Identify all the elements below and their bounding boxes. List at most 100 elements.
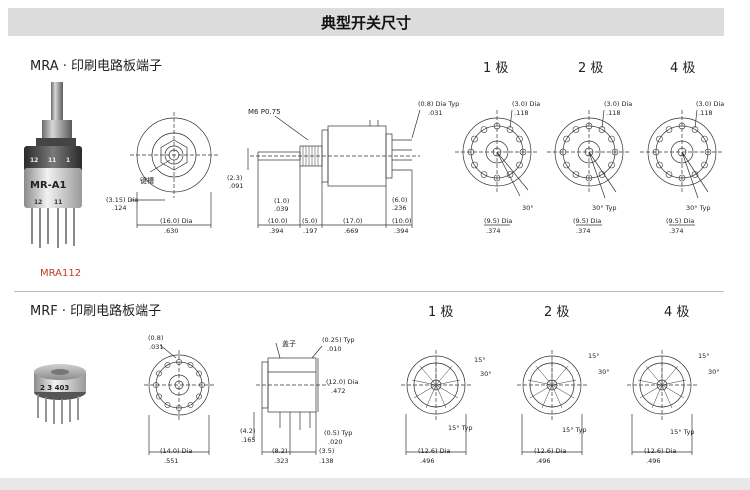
dim-label: .118 (698, 109, 712, 117)
mra-photo-text: MR-A1 (30, 180, 67, 191)
dim-label: .091 (229, 182, 243, 190)
dim-label: (9.5) Dia (573, 217, 601, 225)
dim-label: 30° (708, 368, 720, 376)
mrf-photo-text: 2 3 403 (40, 384, 69, 392)
mra-pole-2-label: 2 极 (578, 61, 604, 76)
mrf-pole-4-drawing (627, 350, 697, 455)
dim-label: .039 (274, 205, 288, 213)
section-divider (14, 291, 724, 292)
dim-label: (3.0) Dia (604, 100, 632, 108)
dim-label: .031 (149, 343, 163, 351)
dim-label: 30° (522, 204, 534, 212)
dim-label: (0.8) Dia Typ (418, 100, 459, 108)
mra-pole-4-drawing (640, 109, 724, 226)
mra-photo-number: 12 (30, 157, 38, 164)
dim-label: (3.15) Dia (106, 196, 138, 204)
dim-label: .394 (269, 227, 283, 235)
dim-label: (16.0) Dia (160, 217, 192, 225)
dim-label: (2.3) (227, 174, 242, 182)
mrf-section-heading: MRF · 印刷电路板端子 (30, 304, 162, 319)
dim-label: .630 (164, 227, 178, 235)
page-title: 典型开关尺寸 (8, 8, 724, 36)
dim-label: (8.2) (272, 447, 287, 455)
dim-label: (0.5) Typ (324, 429, 352, 437)
dim-label: .031 (428, 109, 442, 117)
dim-label: (6.0) (392, 196, 407, 204)
dim-label: (9.5) Dia (666, 217, 694, 225)
mrf-side-view-drawing (253, 342, 330, 455)
dim-label: .394 (394, 227, 408, 235)
dim-label: (12.6) Dia (534, 447, 566, 455)
dim-label: (12.6) Dia (418, 447, 450, 455)
dim-label: (12.6) Dia (644, 447, 676, 455)
dim-label: .669 (344, 227, 358, 235)
dim-label: .374 (669, 227, 683, 235)
dim-label: 15° Typ (562, 426, 587, 434)
dim-label: .374 (486, 227, 500, 235)
dim-label: (12.0) Dia (326, 378, 358, 386)
dim-label: 15° Typ (448, 424, 473, 432)
mra-pole-1-label: 1 极 (483, 61, 509, 76)
dim-label: 30° Typ (592, 204, 617, 212)
dim-label: 15° (698, 352, 710, 360)
mrf-pole-1-label: 1 极 (428, 305, 454, 320)
mra-side-view-drawing (247, 109, 421, 228)
mra-model-number: MRA112 (40, 268, 82, 279)
mrf-pole-1-drawing (401, 350, 471, 455)
dim-label: (0.8) (148, 334, 163, 342)
dim-label: (5.0) (302, 217, 317, 225)
mra-switch-photo: MR-A1 12 11 1 12 11 (24, 82, 82, 248)
dim-label: (4.2) (240, 427, 255, 435)
dim-label: (1.0) (274, 197, 289, 205)
mra-photo-number: 11 (54, 199, 62, 206)
mrf-pole-4-label: 4 极 (664, 305, 690, 320)
dim-label: 30° (480, 370, 492, 378)
dim-label: (10.0) (268, 217, 288, 225)
dim-label: .551 (164, 457, 178, 465)
mra-front-view-drawing (130, 112, 218, 228)
dim-label: .138 (319, 457, 333, 465)
mra-photo-number: 11 (48, 157, 56, 164)
dim-label: .496 (646, 457, 660, 465)
dim-label: (3.0) Dia (696, 100, 724, 108)
mra-pole-1-drawing (455, 109, 539, 226)
dim-label: .020 (328, 438, 342, 446)
dim-label: .236 (392, 204, 406, 212)
dim-label: (14.0) Dia (160, 447, 192, 455)
dim-label: .118 (606, 109, 620, 117)
dim-label: .118 (514, 109, 528, 117)
dim-label: (0.25) Typ (322, 336, 355, 344)
dim-label: 15° (474, 356, 486, 364)
dim-label: .496 (420, 457, 434, 465)
cover-label: 盖子 (282, 339, 296, 348)
mra-photo-number: 12 (34, 199, 42, 206)
mrf-switch-photo: 2 3 403 (34, 364, 86, 424)
dim-label: .496 (536, 457, 550, 465)
key-slot-label: 键槽 (140, 176, 154, 185)
dim-label: (3.5) (319, 447, 334, 455)
mra-pole-4-label: 4 极 (670, 61, 696, 76)
dim-label: 30° (598, 368, 610, 376)
dim-label: (10.0) (392, 217, 412, 225)
dim-label: .472 (331, 387, 345, 395)
dim-label: .010 (327, 345, 341, 353)
dim-label: 15° Typ (670, 428, 695, 436)
dim-label: .197 (303, 227, 317, 235)
dim-label: .165 (241, 436, 255, 444)
dim-label: (17.0) (343, 217, 363, 225)
dim-label: 30° Typ (686, 204, 711, 212)
dim-label: .374 (576, 227, 590, 235)
mra-section-heading: MRA · 印刷电路板端子 (30, 59, 163, 74)
mrf-pole-2-label: 2 极 (544, 305, 570, 320)
mra-photo-number: 1 (66, 157, 70, 164)
dim-label: 15° (588, 352, 600, 360)
thread-spec-label: M6 P0.75 (248, 108, 281, 116)
dim-label: (3.0) Dia (512, 100, 540, 108)
mrf-pole-2-drawing (517, 350, 587, 455)
dim-label: (9.5) Dia (484, 217, 512, 225)
dim-label: .323 (274, 457, 288, 465)
mrf-front-view-drawing (144, 344, 214, 455)
bottom-bar (0, 478, 750, 490)
mra-pole-2-drawing (547, 109, 631, 226)
